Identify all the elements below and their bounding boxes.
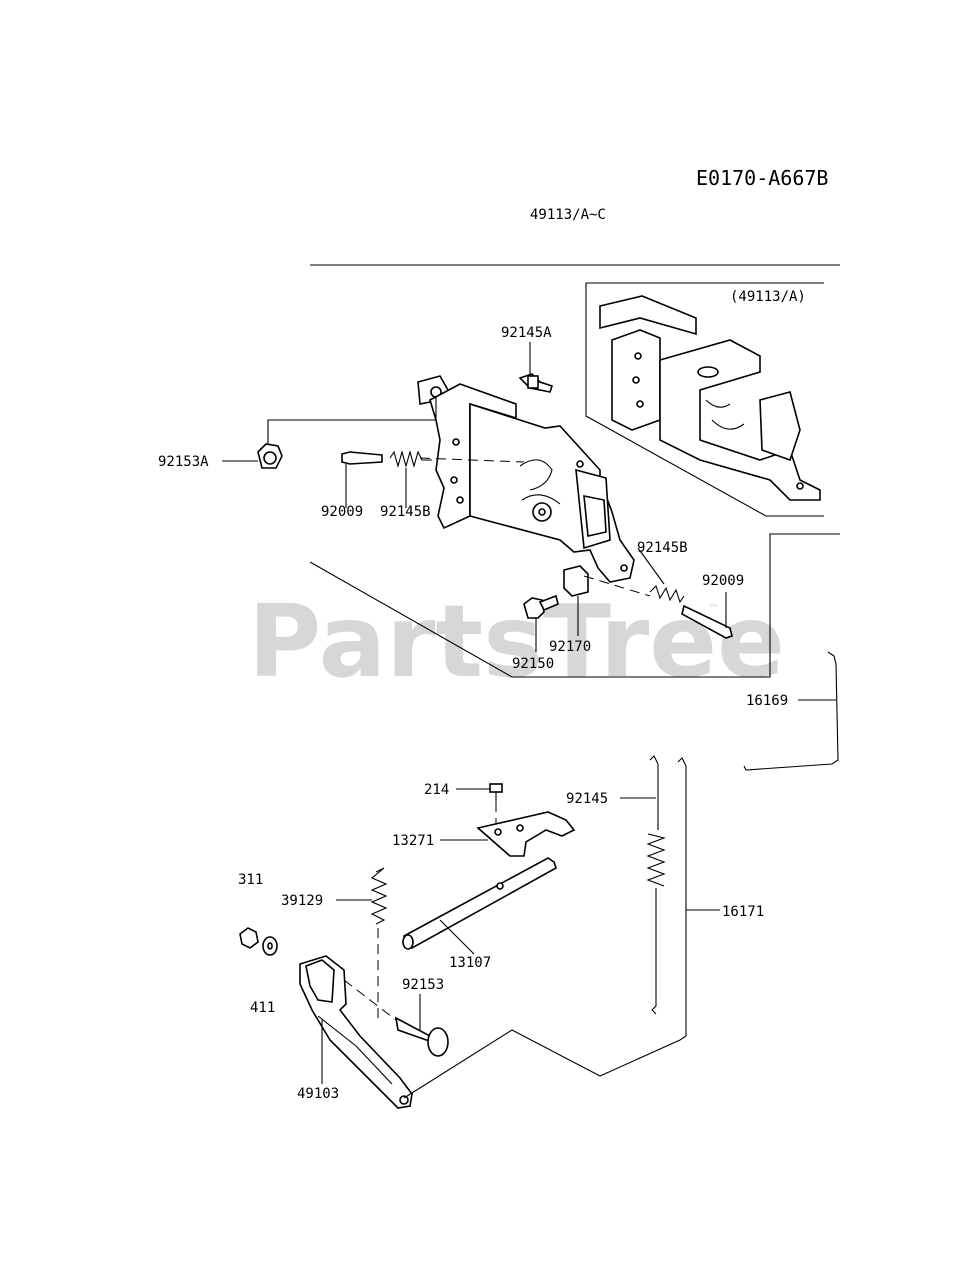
part-13271-plate: 13271 — [392, 811, 576, 857]
part-49103-lever: 49103 — [297, 955, 413, 1109]
callout-16171: 16171 — [722, 904, 764, 920]
callout-214: 214 — [424, 782, 449, 798]
part-39129-spring: 39129 — [281, 867, 388, 1018]
callout-92145A: 92145A — [501, 325, 552, 341]
control-bracket-part — [417, 375, 635, 583]
watermark-trademark: ™ — [708, 602, 719, 615]
inset-variant-drawing: (49113/A) — [585, 282, 824, 517]
part-13107-shaft: 13107 — [402, 857, 557, 971]
part-92145B-spring-left: 92145B — [380, 449, 432, 520]
callout-92150: 92150 — [512, 656, 554, 672]
callout-92145B-left: 92145B — [380, 504, 431, 520]
callout-39129: 39129 — [281, 893, 323, 909]
part-92009-screw-right: 92009 — [681, 573, 744, 639]
part-311-nut: 311 — [238, 872, 263, 949]
inset-label: (49113/A) — [730, 289, 806, 305]
callout-92145: 92145 — [566, 791, 608, 807]
part-92009-screw-left: 92009 — [321, 451, 383, 520]
callout-92145B-right: 92145B — [637, 540, 688, 556]
part-92145-long-spring: 92145 — [566, 755, 666, 1015]
callout-49103: 49103 — [297, 1086, 339, 1102]
assembly-reference: 49113/A~C — [530, 207, 606, 223]
callout-411: 411 — [250, 1000, 275, 1016]
part-411-washer: 411 — [250, 936, 278, 1016]
part-92153A-nut: 92153A — [158, 396, 437, 470]
part-92150-bolt: 92150 — [512, 594, 559, 672]
callout-13107: 13107 — [449, 955, 491, 971]
callout-92009-right: 92009 — [702, 573, 744, 589]
callout-13271: 13271 — [392, 833, 434, 849]
callout-16169: 16169 — [746, 693, 788, 709]
callout-92170: 92170 — [549, 639, 591, 655]
part-16171-rod: 16171 — [403, 757, 764, 1099]
callout-92153A: 92153A — [158, 454, 209, 470]
part-92145B-spring-right: 92145B — [637, 540, 688, 604]
callout-92153: 92153 — [402, 977, 444, 993]
callout-92009-left: 92009 — [321, 504, 363, 520]
part-92153-pin: 92153 — [343, 977, 449, 1057]
part-92170-clip: 92170 — [549, 565, 651, 655]
part-16169-rod: 16169 — [743, 651, 839, 771]
assembly-group-outline — [309, 264, 840, 678]
part-214-screw: 214 — [424, 782, 503, 836]
watermark: PartsTree — [248, 583, 785, 700]
callout-311: 311 — [238, 872, 263, 888]
diagram-code: E0170-A667B — [696, 166, 828, 190]
part-92145A-spring: 92145A — [501, 325, 554, 393]
